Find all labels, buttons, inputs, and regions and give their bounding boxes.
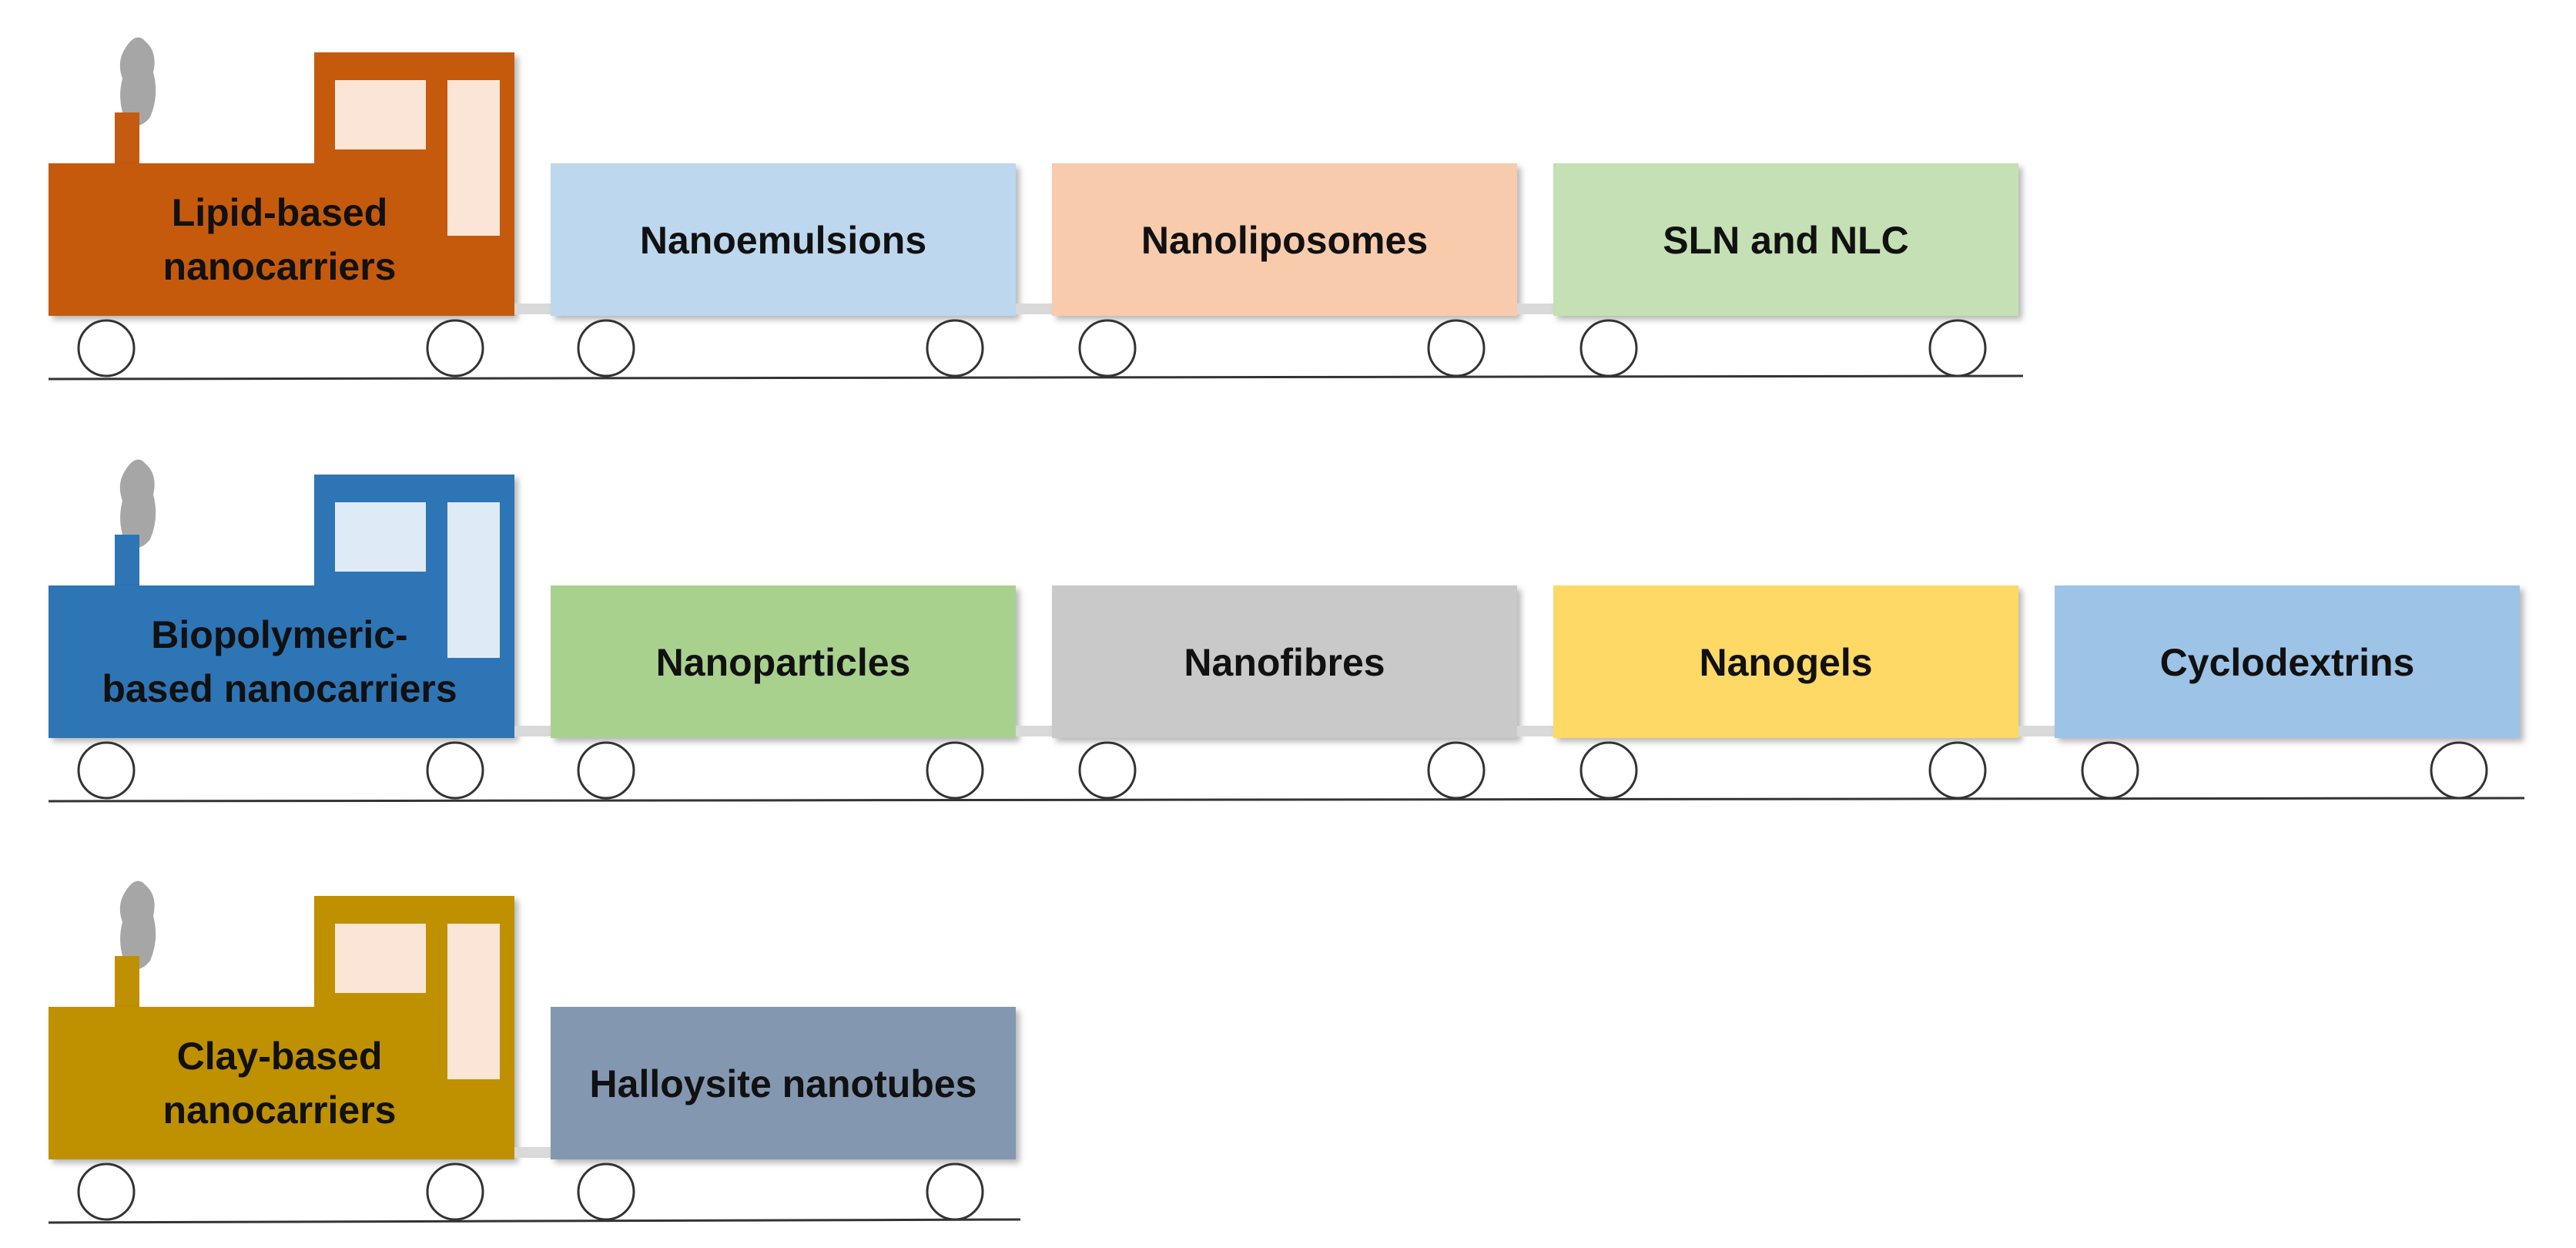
engine-label-line: based nanocarriers — [102, 667, 457, 710]
engine: Lipid-based nanocarriers — [49, 37, 514, 377]
smoke-plume — [119, 37, 156, 126]
wheel — [1928, 741, 1987, 800]
wheel — [926, 319, 984, 377]
wagon-label: SLN and NLC — [1663, 219, 1908, 262]
train-2: Biopolymeric-based nanocarriersNanoparti… — [48, 459, 2525, 803]
wheel — [1928, 319, 1987, 377]
wheel — [577, 319, 635, 377]
wagon-body — [1553, 585, 2018, 738]
rail-track — [48, 797, 2525, 803]
wagon: SLN and NLC — [1517, 163, 2018, 377]
engine-label-line: nanocarriers — [163, 1089, 397, 1132]
engine-window — [447, 502, 500, 658]
wagon-body — [551, 1007, 1016, 1159]
wheel — [77, 1162, 136, 1221]
wagon: Nanofibres — [1016, 585, 1517, 800]
wagon: Nanoliposomes — [1016, 163, 1517, 377]
engine-label-line: Biopolymeric- — [151, 613, 407, 656]
engine: Biopolymeric-based nanocarriers — [49, 459, 514, 800]
coupler — [1016, 726, 1052, 736]
wagon-label: Nanoemulsions — [640, 219, 926, 262]
wheel — [577, 1162, 635, 1221]
engine: Clay-based nanocarriers — [49, 881, 514, 1221]
wagon-label: Nanoparticles — [656, 641, 911, 684]
coupler — [1517, 726, 1553, 736]
wagon-body — [551, 163, 1016, 316]
engine-window — [335, 924, 426, 993]
wheel — [426, 319, 484, 377]
wheel — [1427, 741, 1486, 800]
wheel — [426, 741, 484, 800]
chimney — [115, 535, 139, 589]
engine-label-line: Clay-based — [177, 1035, 383, 1078]
engine-label-line: nanocarriers — [163, 245, 397, 288]
wheel — [77, 741, 136, 800]
smoke-plume — [119, 881, 156, 970]
wheel — [1427, 319, 1486, 377]
engine-window — [447, 80, 500, 236]
wagon-label: Cyclodextrins — [2160, 641, 2415, 684]
wagon: Halloysite nanotubes — [514, 1007, 1016, 1221]
wheel — [2430, 741, 2488, 800]
rail-track — [48, 1218, 1021, 1224]
wagon-body — [2055, 585, 2520, 738]
wagon-label: Nanofibres — [1184, 641, 1385, 684]
wheel — [1078, 319, 1137, 377]
wagon-body — [551, 585, 1016, 738]
coupler — [514, 1147, 551, 1158]
wheel — [77, 319, 136, 377]
wheel — [926, 1162, 984, 1221]
wagon-label: Nanogels — [1699, 641, 1872, 684]
wagon: Nanogels — [1517, 585, 2018, 800]
wagon-body — [1052, 585, 1517, 738]
wheel — [577, 741, 635, 800]
train-3: Clay-based nanocarriers Halloysite nanotub… — [48, 881, 1021, 1224]
engine-window — [335, 80, 426, 149]
chimney — [115, 956, 139, 1010]
train-1: Lipid-based nanocarriers Nanoemulsions Nano… — [48, 37, 2024, 381]
coupler — [514, 726, 551, 736]
wheel — [1579, 741, 1638, 800]
wheel — [1078, 741, 1137, 800]
coupler — [514, 304, 551, 314]
rail-track — [48, 374, 2024, 381]
wagon-label: Halloysite nanotubes — [590, 1062, 977, 1105]
wheel — [426, 1162, 484, 1221]
wheel — [926, 741, 984, 800]
wagon-body — [1052, 163, 1517, 316]
coupler — [2018, 726, 2055, 736]
engine-label-line: Lipid-based — [172, 191, 388, 234]
wagon-body — [1553, 163, 2018, 316]
wheel — [1579, 319, 1638, 377]
wheel — [2081, 741, 2139, 800]
wagon: Nanoemulsions — [514, 163, 1016, 377]
engine-window — [447, 924, 500, 1079]
coupler — [1016, 304, 1052, 314]
smoke-plume — [119, 459, 156, 549]
wagon: Nanoparticles — [514, 585, 1016, 800]
coupler — [1517, 304, 1553, 314]
wagon-label: Nanoliposomes — [1141, 219, 1428, 262]
engine-window — [335, 502, 426, 572]
wagon: Cyclodextrins — [2018, 585, 2520, 800]
chimney — [115, 112, 139, 166]
